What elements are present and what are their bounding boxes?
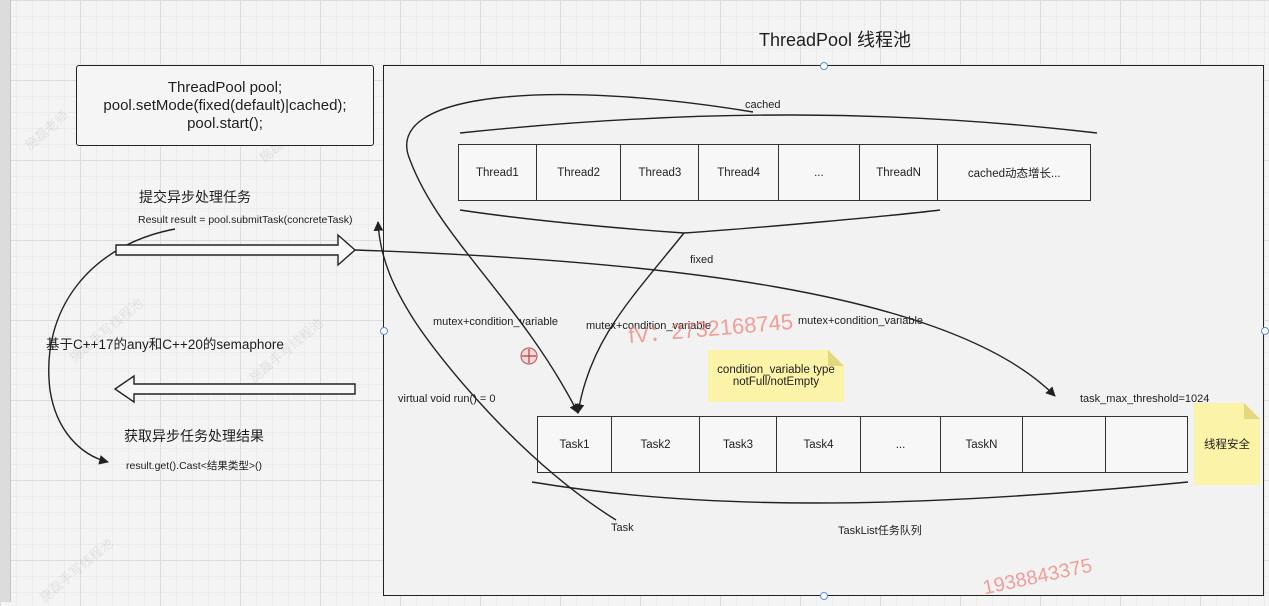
task-cell-empty[interactable]: [1023, 417, 1106, 472]
task-cell[interactable]: Task2: [612, 417, 700, 472]
cached-label: cached: [745, 99, 781, 111]
cached-brace: [459, 114, 1098, 134]
selection-handle[interactable]: [820, 62, 828, 70]
fixed-label: fixed: [690, 254, 714, 266]
cached-to-task-arrow: [406, 93, 754, 414]
submit-hollow-arrow: [115, 233, 357, 267]
selection-handle[interactable]: [380, 327, 388, 335]
mutex-label-left: mutex+condition_variable: [433, 316, 559, 328]
condition-variable-note[interactable]: condition_variable type notFull/notEmpty: [708, 350, 844, 402]
tasklist-brace: [531, 481, 1189, 504]
tasklist-label: TaskList任务队列: [838, 525, 922, 537]
code-line: ThreadPool pool;: [167, 78, 283, 96]
note-line: 线程安全: [1204, 439, 1250, 451]
submit-code: Result result = pool.submitTask(concrete…: [138, 214, 353, 226]
mutex-label-middle: mutex+condition_variable: [586, 320, 712, 332]
thread-cell[interactable]: Thread2: [537, 145, 622, 200]
code-line: pool.setMode(fixed(default)|cached);: [103, 96, 347, 114]
threshold-label: task_max_threshold=1024: [1080, 393, 1210, 405]
task-row[interactable]: Task1 Task2 Task3 Task4 ... TaskN: [537, 416, 1188, 473]
task-cell[interactable]: Task4: [777, 417, 861, 472]
note-line: notFull/notEmpty: [732, 376, 820, 388]
mutex-label-right: mutex+condition_variable: [798, 315, 924, 327]
task-cell[interactable]: TaskN: [941, 417, 1023, 472]
thread-cell[interactable]: ThreadN: [860, 145, 939, 200]
result-code: result.get().Cast<结果类型>(): [126, 460, 262, 472]
task-to-submit-arrow: [373, 221, 617, 521]
note-line: condition_variable type: [717, 364, 835, 376]
move-cursor-icon: [520, 347, 538, 365]
result-heading: 获取异步任务处理结果: [124, 428, 264, 444]
virtual-run-label: virtual void run() = 0: [398, 393, 496, 405]
thread-cell[interactable]: Thread3: [621, 145, 700, 200]
thread-cell[interactable]: Thread4: [699, 145, 779, 200]
thread-cell[interactable]: Thread1: [459, 145, 537, 200]
task-cell[interactable]: ...: [861, 417, 941, 472]
canvas-left-rail: [0, 0, 11, 602]
fixed-brace: [459, 209, 941, 234]
selection-handle[interactable]: [820, 592, 828, 600]
thread-row[interactable]: Thread1 Thread2 Thread3 Thread4 ... Thre…: [458, 144, 1091, 201]
task-cell[interactable]: Task3: [700, 417, 777, 472]
usage-code-box[interactable]: ThreadPool pool; pool.setMode(fixed(defa…: [76, 65, 374, 146]
result-hollow-arrow: [113, 374, 356, 404]
based-on-label: 基于C++17的any和C++20的semaphore: [46, 337, 284, 352]
submit-to-queue-arrow: [354, 249, 1056, 397]
submit-to-result-arrow: [48, 228, 176, 465]
task-cell[interactable]: Task1: [538, 417, 612, 472]
fixed-to-task-arrow: [574, 232, 685, 414]
diagram-title: ThreadPool 线程池: [759, 30, 912, 50]
task-label: Task: [611, 522, 634, 534]
thread-cell-cached[interactable]: cached动态增长...: [967, 167, 1061, 180]
code-line: pool.start();: [187, 114, 263, 132]
submit-heading: 提交异步处理任务: [139, 189, 251, 205]
thread-cell[interactable]: ...: [779, 145, 860, 200]
